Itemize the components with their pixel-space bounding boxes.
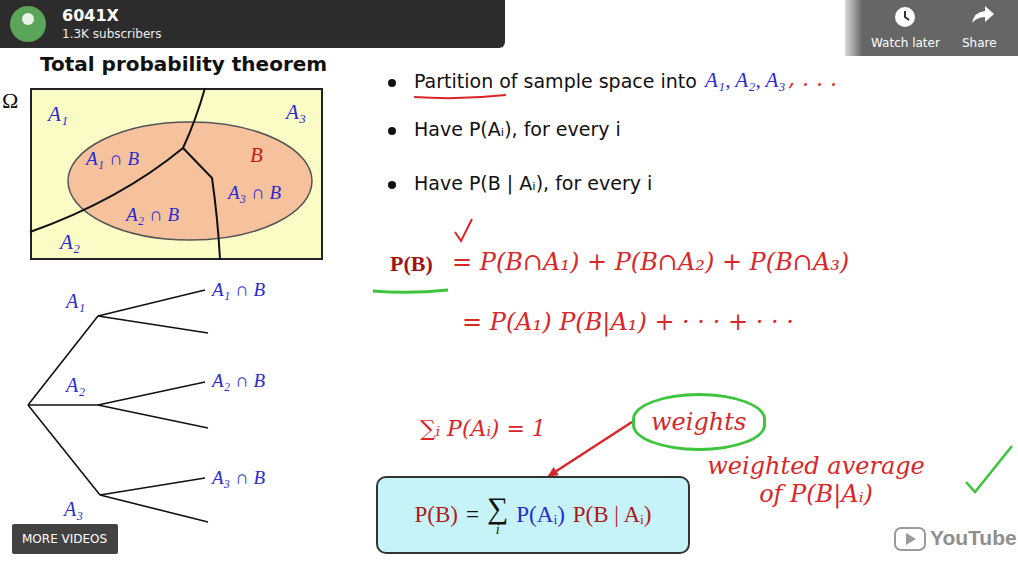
hand-underline <box>414 95 506 98</box>
intersection-label: A₃ ∩ B <box>228 182 281 204</box>
avatar-head <box>22 13 34 25</box>
channel-name: 6041X <box>62 6 119 25</box>
tree-leaf-label: A₃ ∩ B <box>212 467 265 489</box>
tree-node-label: A₂ <box>66 374 85 397</box>
note-text: weights <box>651 408 747 436</box>
youtube-logo <box>895 528 925 550</box>
subscriber-count: 1.3K subscribers <box>62 27 162 41</box>
bullet-dots <box>388 79 396 189</box>
tree-node-label: A₃ <box>64 498 83 521</box>
hand-arrow <box>549 422 632 476</box>
tree-leaf-label: A₁ ∩ B <box>212 279 265 301</box>
formula-term: = <box>466 502 479 528</box>
sample-space-rect: ΩA₁A₃A₂A₁ ∩ BBA₃ ∩ BA₂ ∩ B <box>30 88 323 260</box>
intersection-label: A₁ ∩ B <box>86 148 139 170</box>
probability-tree <box>28 290 208 522</box>
player-action: Watch later <box>871 36 940 50</box>
hand-check <box>455 219 472 241</box>
sum-column: ∑i <box>487 493 508 537</box>
hand-note: , . . . <box>788 66 837 91</box>
watermark: YouTube <box>930 526 1017 550</box>
clock-icon <box>895 7 915 27</box>
player-shade <box>845 0 1018 56</box>
button-text: MORE VIDEOS <box>22 532 108 546</box>
partition-label: A₃ <box>286 100 306 125</box>
slide-title: Total probability theorem <box>40 52 327 76</box>
bullet-text: Partition of sample space into <box>414 70 697 92</box>
formula-term: P(Aᵢ) <box>516 502 564 528</box>
event-b-ellipse: A₁ ∩ B B A₃ ∩ B A₂ ∩ B <box>67 121 313 241</box>
formula-box: P(B) = ∑i P(Aᵢ) P(B | Aᵢ) <box>376 476 690 554</box>
share-icon <box>972 6 994 23</box>
green-underline <box>373 290 448 292</box>
sum-index: i <box>496 523 500 537</box>
player-action: Share <box>962 36 997 50</box>
ellipse-outline <box>67 121 313 241</box>
hand-note: weighted average of P(B|Aᵢ) <box>700 452 932 508</box>
intersection-label: A₂ ∩ B <box>126 204 179 226</box>
tree-leaf-label: A₂ ∩ B <box>212 370 265 392</box>
formula-term: P(B | Aᵢ) <box>573 502 652 528</box>
weights-note: weights <box>632 393 766 451</box>
partition-label: A₁ <box>48 102 68 127</box>
avatar-icon <box>10 6 46 42</box>
formula-term: P(B) <box>415 502 458 528</box>
event-label: B <box>250 143 263 168</box>
green-check <box>966 446 1012 492</box>
tree-node-label: A₁ <box>66 290 85 313</box>
more-videos-button: MORE VIDEOS <box>12 524 118 554</box>
hand-formula: = P(A₁) P(B|A₁) + · · · + · · · <box>462 308 794 336</box>
omega-label: Ω <box>2 88 18 114</box>
bullet-text: Have P(Aᵢ), for every i <box>414 118 621 140</box>
hand-formula: = P(B∩A₁) + P(B∩A₂) + P(B∩A₃) <box>452 248 849 276</box>
hand-formula: ∑ᵢ P(Aᵢ) = 1 <box>420 416 546 441</box>
formula-term: P(B) <box>390 251 433 277</box>
sum-sign: ∑ <box>487 493 508 523</box>
partition-label: A₂ <box>60 230 80 255</box>
channel-bar: 6041X 1.3K subscribers <box>0 0 505 48</box>
bullet-text: Have P(B | Aᵢ), for every i <box>414 172 652 194</box>
partition-sets: A₁, A₂, A₃ <box>705 68 786 93</box>
